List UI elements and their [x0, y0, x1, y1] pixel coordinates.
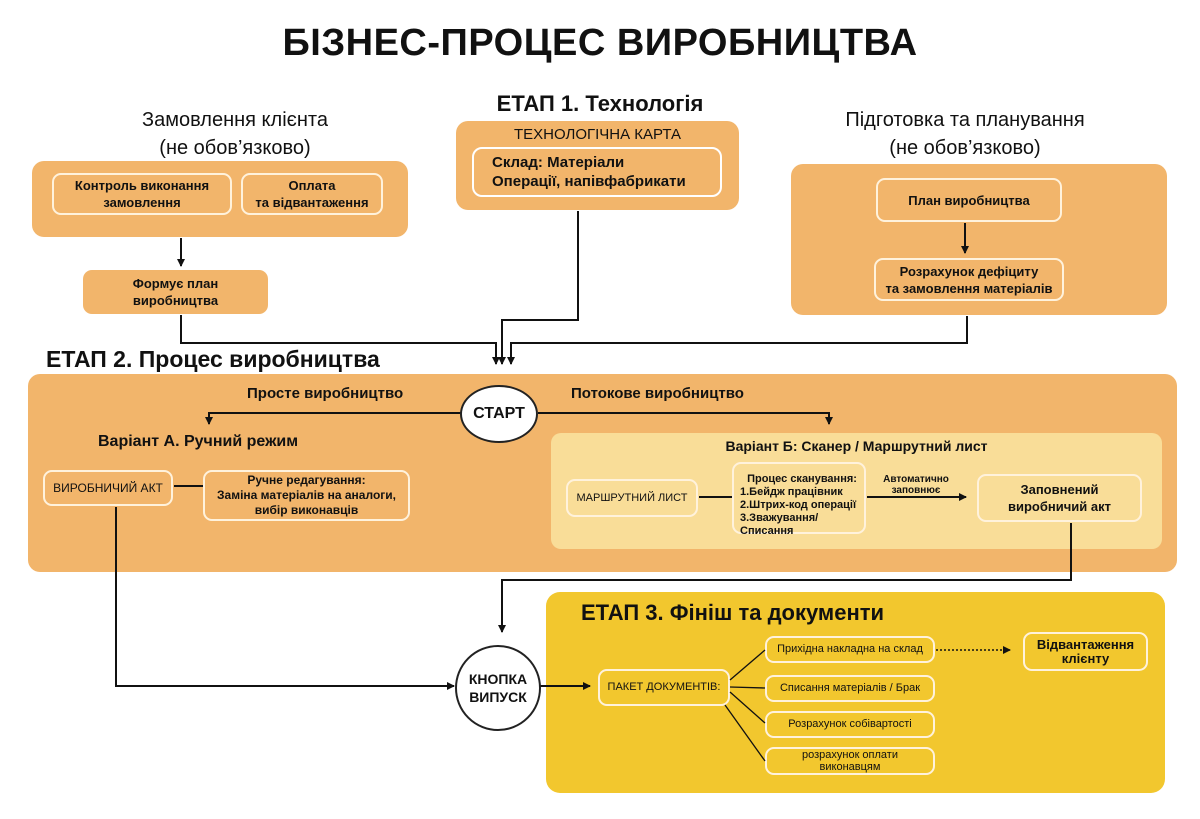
doc-materials-writeoff: Списання матеріалів / Брак [765, 675, 935, 702]
planning-heading: Підготовка та планування (не обов’язково… [800, 106, 1130, 162]
planning-heading-line1: Підготовка та планування [845, 109, 1085, 131]
start-node: СТАРТ [460, 385, 538, 443]
auto-fill-line1: Автоматично [883, 474, 949, 485]
stage2-heading: ЕТАП 2. Процес виробництва [46, 346, 380, 372]
deficit-line2: та замовлення матеріалів [885, 280, 1053, 296]
production-act-box: ВИРОБНИЧИЙ АКТ [43, 470, 173, 506]
line-package-to-doc1 [729, 649, 766, 681]
tech-card-line-materials: Склад: Матеріали [492, 154, 625, 171]
release-button-line2: ВИПУСК [469, 689, 527, 705]
scan-step-weighing: 3.Зважування/Списання [740, 512, 819, 537]
flow-production-label: Потокове виробництво [571, 385, 744, 402]
doc-payment-line1: розрахунок оплати [801, 749, 898, 761]
order-control-line2: замовлення [103, 195, 181, 210]
filled-act-line1: Заповнений [1020, 482, 1099, 497]
arrow-plan-to-start [180, 315, 500, 365]
filled-act-box: Заповнений виробничий акт [977, 474, 1142, 522]
arrow-start-to-flow [538, 412, 833, 425]
payment-shipping-line1: Оплата [288, 178, 336, 193]
payment-shipping-line2: та відвантаження [255, 195, 369, 210]
production-plan-box: План виробництва [876, 178, 1062, 222]
shipment-box: Відвантаження клієнту [1023, 632, 1148, 671]
deficit-box: Розрахунок дефіциту та замовлення матері… [874, 258, 1064, 301]
doc-payment-calculation: розрахунок оплати виконавцям [765, 747, 935, 775]
arrow-act-to-release [115, 507, 455, 690]
stage3-heading: ЕТАП 3. Фініш та документи [581, 600, 885, 625]
order-control-line1: Контроль виконання [74, 178, 210, 193]
tech-card-title: ТЕХНОЛОГІЧНА КАРТА [513, 125, 682, 143]
scan-step-barcode: 2.Штрих-код операції [740, 499, 857, 511]
stage3-panel [546, 592, 1165, 793]
auto-fill-line2: заповнює [891, 485, 941, 496]
auto-fill-label: Автоматично заповнює [876, 474, 956, 496]
forms-plan-box: Формує план виробництва [83, 270, 268, 314]
planning-panel [791, 164, 1167, 315]
forms-plan-line2: виробництва [132, 293, 219, 308]
forms-plan-line1: Формує план [132, 276, 219, 291]
tech-card-line-operations: Операції, напівфабрикати [492, 173, 686, 190]
stage1-heading: ЕТАП 1. Технологія [496, 91, 704, 116]
doc-payment-line2: виконавцям [819, 761, 881, 773]
deficit-line1: Розрахунок дефіциту [899, 263, 1039, 279]
variant-a-heading: Варіант А. Ручний режим [98, 433, 299, 450]
order-control-box: Контроль виконання замовлення [52, 173, 232, 215]
manual-edit-line1: Ручне редагування: [247, 473, 366, 487]
doc-cost-calculation: Розрахунок собівартості [765, 711, 935, 738]
scan-process-title: Процес сканування: [747, 473, 857, 485]
payment-shipping-box: Оплата та відвантаження [241, 173, 383, 215]
variant-b-panel [551, 433, 1162, 549]
line-package-to-doc2 [729, 686, 766, 689]
simple-production-label: Просте виробництво [247, 385, 404, 402]
arrow-filled-to-release [498, 523, 1072, 633]
line-package-to-doc4 [724, 704, 766, 762]
arrow-techcard-to-start [498, 211, 579, 365]
shipment-line2: клієнту [1061, 650, 1110, 666]
page-title: БІЗНЕС-ПРОЦЕС ВИРОБНИЦТВА [282, 22, 918, 64]
doc-warehouse-receipt: Прихідна накладна на склад [765, 636, 935, 663]
arrow-planning-to-start [507, 316, 968, 365]
manual-edit-box: Ручне редагування: Заміна матеріалів на … [203, 470, 410, 521]
release-button-line1: КНОПКА [468, 671, 528, 687]
scan-process-box: Процес сканування: 1.Бейдж працівник 2.Ш… [732, 462, 866, 537]
manual-edit-line3: вибір виконавців [254, 503, 359, 517]
documents-package-box: ПАКЕТ ДОКУМЕНТІВ: [598, 669, 730, 706]
line-package-to-doc3 [729, 691, 766, 724]
tech-card-contents: Склад: Матеріали Операції, напівфабрикат… [472, 147, 722, 197]
filled-act-line2: виробничий акт [1008, 499, 1111, 514]
client-order-heading-line1: Замовлення клієнта [142, 109, 328, 131]
planning-heading-line2: (не обов’язково) [889, 137, 1041, 159]
release-button[interactable]: КНОПКА ВИПУСК [455, 645, 541, 731]
client-order-heading-line2: (не обов’язково) [159, 137, 311, 159]
shipment-line1: Відвантаження [1036, 636, 1135, 652]
route-sheet-box: МАРШРУТНИЙ ЛИСТ [566, 479, 698, 517]
arrow-start-to-simple [205, 412, 461, 425]
scan-step-badge: 1.Бейдж працівник [740, 486, 843, 498]
client-order-heading: Замовлення клієнта (не обов’язково) [100, 106, 370, 162]
manual-edit-line2: Заміна матеріалів на аналоги, [217, 488, 396, 502]
variant-b-heading: Варіант Б: Сканер / Маршрутний лист [725, 437, 988, 454]
